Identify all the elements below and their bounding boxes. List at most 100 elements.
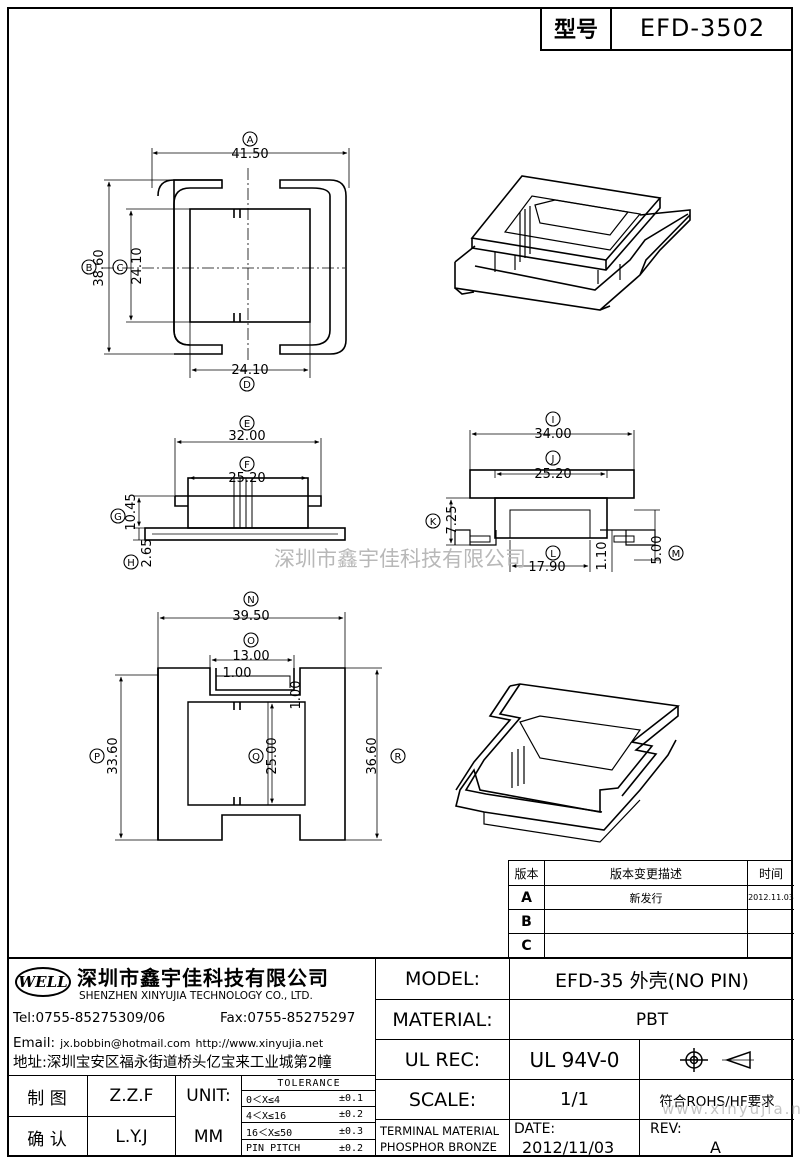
dim-c: 24.10 bbox=[130, 247, 145, 284]
tolerance-table: TOLERANCE 0＜X≤4 ±0.1 4＜X≤16 ±0.2 16＜X≤50… bbox=[241, 1076, 376, 1157]
revision-table: 版本 版本变更描述 时间 A 新发行 2012.11.03 B C bbox=[508, 860, 794, 957]
rev-header-desc: 版本变更描述 bbox=[544, 861, 747, 885]
rev-row-desc bbox=[544, 933, 747, 957]
marker-Q: Q bbox=[252, 752, 260, 763]
dim-m: 5.00 bbox=[650, 536, 665, 565]
watermark-url: www.xinyujia.net bbox=[662, 1100, 800, 1118]
tol-value: ±0.1 bbox=[326, 1090, 376, 1106]
top-view bbox=[157, 179, 347, 355]
tol-value: ±0.3 bbox=[326, 1122, 376, 1139]
dim-o-small2: 1.00 bbox=[289, 681, 304, 710]
check-value: L.Y.J bbox=[87, 1116, 175, 1157]
company-fax: Fax:0755-85275297 bbox=[220, 1010, 356, 1026]
model-value: EFD-35 外壳(NO PIN) bbox=[509, 959, 794, 999]
marker-G: G bbox=[114, 512, 122, 523]
tol-range: 4＜X≤16 bbox=[242, 1106, 326, 1122]
dimension-values: 41.50 38.60 24.10 24.10 32.00 25.20 10.4… bbox=[92, 147, 665, 775]
company-email-line: Email: jx.bobbin@hotmail.com http://www.… bbox=[13, 1032, 323, 1051]
marker-L: L bbox=[550, 549, 556, 560]
draw-value: Z.Z.F bbox=[87, 1076, 175, 1116]
dim-n: 39.50 bbox=[232, 609, 269, 624]
ulrec-value: UL 94V-0 bbox=[509, 1039, 639, 1079]
dim-k: 7.25 bbox=[445, 506, 460, 535]
terminal-cell: TERMINAL MATERIAL PHOSPHOR BRONZE bbox=[376, 1119, 509, 1157]
header-model-box: 型号 EFD-3502 bbox=[540, 7, 793, 51]
scale-value: 1/1 bbox=[509, 1079, 639, 1119]
dim-e: 32.00 bbox=[228, 429, 265, 444]
marker-F: F bbox=[244, 460, 250, 471]
dim-i: 34.00 bbox=[534, 427, 571, 442]
terminal-line1: TERMINAL MATERIAL bbox=[380, 1124, 499, 1138]
rev-value: A bbox=[710, 1138, 721, 1157]
email-value[interactable]: jx.bobbin@hotmail.com bbox=[60, 1037, 191, 1050]
projection-symbol bbox=[639, 1039, 794, 1079]
dim-b: 38.60 bbox=[92, 249, 107, 286]
check-label: 确 认 bbox=[7, 1116, 87, 1157]
rev-row-ver: C bbox=[509, 933, 544, 957]
header-model-value: EFD-3502 bbox=[639, 14, 766, 42]
front-view bbox=[144, 477, 346, 541]
unit-value: MM bbox=[175, 1116, 241, 1157]
dim-d: 24.10 bbox=[231, 363, 268, 378]
scale-label: SCALE: bbox=[376, 1079, 509, 1119]
company-tel: Tel:0755-85275309/06 bbox=[13, 1010, 166, 1026]
rev-row-desc: 新发行 bbox=[544, 885, 747, 909]
signoff-block: 制 图 Z.Z.F 确 认 L.Y.J UNIT: MM TOLERANCE 0… bbox=[7, 1075, 376, 1157]
tol-range: 0＜X≤4 bbox=[242, 1090, 326, 1106]
company-name-cn: 深圳市鑫宇佳科技有限公司 bbox=[77, 966, 329, 990]
marker-O: O bbox=[247, 636, 255, 647]
rev-cell: REV: A www.xinyujia.net bbox=[639, 1100, 800, 1157]
dim-h: 2.65 bbox=[140, 539, 155, 568]
tol-range: 16＜X≤50 bbox=[242, 1122, 326, 1139]
company-name-en: SHENZHEN XINYUJIA TECHNOLOGY CO., LTD. bbox=[79, 990, 313, 1002]
marker-E: E bbox=[244, 419, 250, 430]
rev-row-ver: B bbox=[509, 909, 544, 933]
rev-row-ver: A bbox=[509, 885, 544, 909]
rev-header-date: 时间 bbox=[747, 861, 794, 885]
dim-q: 25.00 bbox=[265, 737, 280, 774]
model-label: MODEL: bbox=[405, 968, 480, 990]
info-grid: MODEL: EFD-35 外壳(NO PIN) MATERIAL: PBT U… bbox=[375, 959, 800, 1157]
dim-a: 41.50 bbox=[231, 147, 268, 162]
marker-I: I bbox=[552, 415, 555, 426]
rev-row-date bbox=[747, 909, 794, 933]
marker-C: C bbox=[117, 263, 124, 274]
marker-P: P bbox=[94, 752, 100, 763]
header-model-label: 型号 bbox=[542, 7, 612, 49]
dim-r: 36.60 bbox=[365, 737, 380, 774]
terminal-line2: PHOSPHOR BRONZE bbox=[380, 1140, 497, 1154]
draw-label: 制 图 bbox=[27, 1088, 67, 1109]
unit-label: UNIT: bbox=[175, 1076, 241, 1116]
dim-p: 33.60 bbox=[106, 737, 121, 774]
company-logo: WELL bbox=[15, 967, 71, 997]
marker-R: R bbox=[395, 752, 402, 763]
marker-N: N bbox=[247, 595, 254, 606]
watermark-text: 深圳市鑫宇佳科技有限公司 bbox=[274, 547, 526, 571]
web-value[interactable]: http://www.xinyujia.net bbox=[195, 1037, 324, 1050]
rev-header-ver: 版本 bbox=[514, 866, 539, 881]
iso-view-1 bbox=[454, 175, 691, 311]
tol-value: ±0.2 bbox=[326, 1139, 376, 1157]
dimension-markers bbox=[81, 131, 684, 764]
date-value: 2012/11/03 bbox=[522, 1138, 615, 1157]
tol-value: ±0.2 bbox=[326, 1106, 376, 1122]
dim-o: 13.00 bbox=[232, 649, 269, 664]
side-view bbox=[454, 469, 656, 546]
rohs-text: 符合ROHS/HF要求 bbox=[639, 1079, 794, 1119]
date-label: DATE: bbox=[514, 1121, 556, 1137]
marker-K: K bbox=[430, 517, 437, 528]
marker-J: J bbox=[551, 454, 555, 465]
material-value: PBT bbox=[509, 999, 794, 1039]
dim-f: 25.20 bbox=[228, 471, 265, 486]
dim-j: 25.20 bbox=[534, 467, 571, 482]
material-label: MATERIAL: bbox=[376, 999, 509, 1039]
company-address: 地址:深圳宝安区福永街道桥头亿宝来工业城第2幢 bbox=[13, 1055, 332, 1071]
email-label: Email: bbox=[13, 1035, 56, 1051]
marker-D: D bbox=[243, 380, 251, 391]
rev-row-desc bbox=[544, 909, 747, 933]
dim-o-small: 1.00 bbox=[223, 666, 252, 681]
logo-text: WELL bbox=[18, 973, 68, 991]
rev-row-date bbox=[747, 933, 794, 957]
rev-label: REV: bbox=[650, 1121, 682, 1137]
iso-view-2 bbox=[455, 683, 680, 843]
